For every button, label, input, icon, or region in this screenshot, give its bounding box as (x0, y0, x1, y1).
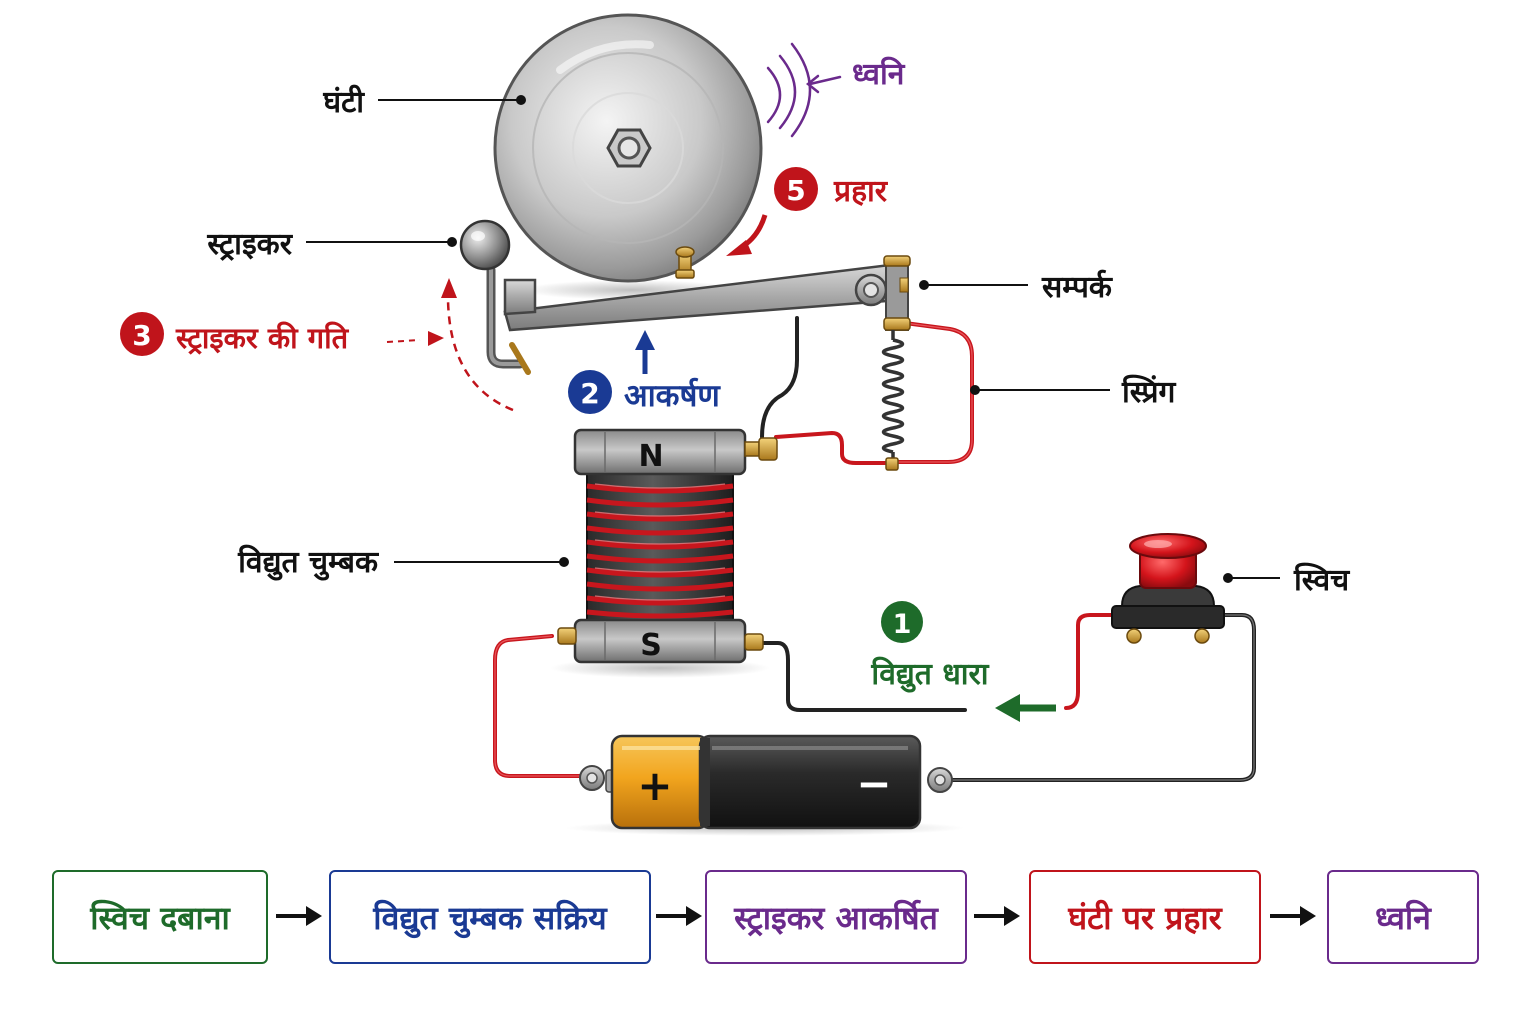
switch-label: स्विच (1293, 562, 1350, 598)
striker-ball (459, 219, 511, 271)
armature-lever (486, 255, 911, 375)
electromagnet-label: विद्युत चुम्बक (237, 544, 379, 581)
step-5-text: प्रहार (833, 174, 889, 209)
step-3-text: स्ट्राइकर की गति (175, 321, 350, 355)
svg-text:2: 2 (580, 377, 599, 410)
battery-minus-sign: − (856, 759, 891, 808)
step-5-strike: 5 प्रहार (774, 167, 889, 211)
svg-text:1: 1 (893, 609, 912, 640)
striker-label: स्ट्राइकर (206, 227, 293, 262)
flow-arrow-4 (1270, 906, 1316, 926)
step-2-text: आकर्षण (624, 377, 721, 414)
pole-south-label: S (640, 628, 662, 663)
flow-arrow-3 (974, 906, 1020, 926)
attraction-arrow (635, 330, 655, 374)
svg-text:5: 5 (786, 174, 805, 207)
step-1-text: विद्युत धारा (870, 656, 989, 693)
push-switch (1111, 533, 1225, 644)
battery-plus-sign: + (637, 761, 672, 810)
battery (565, 734, 965, 836)
step-3-striker-motion: 3 स्ट्राइकर की गति (120, 312, 350, 356)
flow-step-sound: ध्वनि (1327, 870, 1479, 964)
contact-label: सम्पर्क (1041, 269, 1113, 305)
svg-text:3: 3 (132, 319, 151, 352)
leader-lines (306, 95, 1280, 583)
strike-arrow (726, 214, 768, 256)
electromagnet (550, 428, 778, 678)
sound-waves (766, 42, 842, 138)
circuit-wires (493, 316, 1256, 782)
flow-step-bell-struck: घंटी पर प्रहार (1029, 870, 1261, 964)
striker-motion-arrow (386, 278, 514, 412)
flow-arrow-2 (656, 906, 702, 926)
pole-north-label: N (638, 439, 663, 474)
flow-step-striker-attracted: स्ट्राइकर आकर्षित (705, 870, 967, 964)
step-1-current: 1 विद्युत धारा (870, 601, 990, 693)
bell-label: घंटी (322, 84, 365, 120)
step-2-attraction: 2 आकर्षण (568, 370, 721, 414)
flow-arrow-1 (276, 906, 322, 926)
bell-dome (493, 13, 763, 300)
spring-label: स्प्रिंग (1121, 374, 1177, 410)
flow-step-switch-press: स्विच दबाना (52, 870, 268, 964)
current-arrow (995, 694, 1056, 722)
spring (881, 330, 905, 468)
flow-step-electromagnet-active: विद्युत चुम्बक सक्रिय (329, 870, 651, 964)
sound-label: ध्वनि (852, 56, 906, 92)
